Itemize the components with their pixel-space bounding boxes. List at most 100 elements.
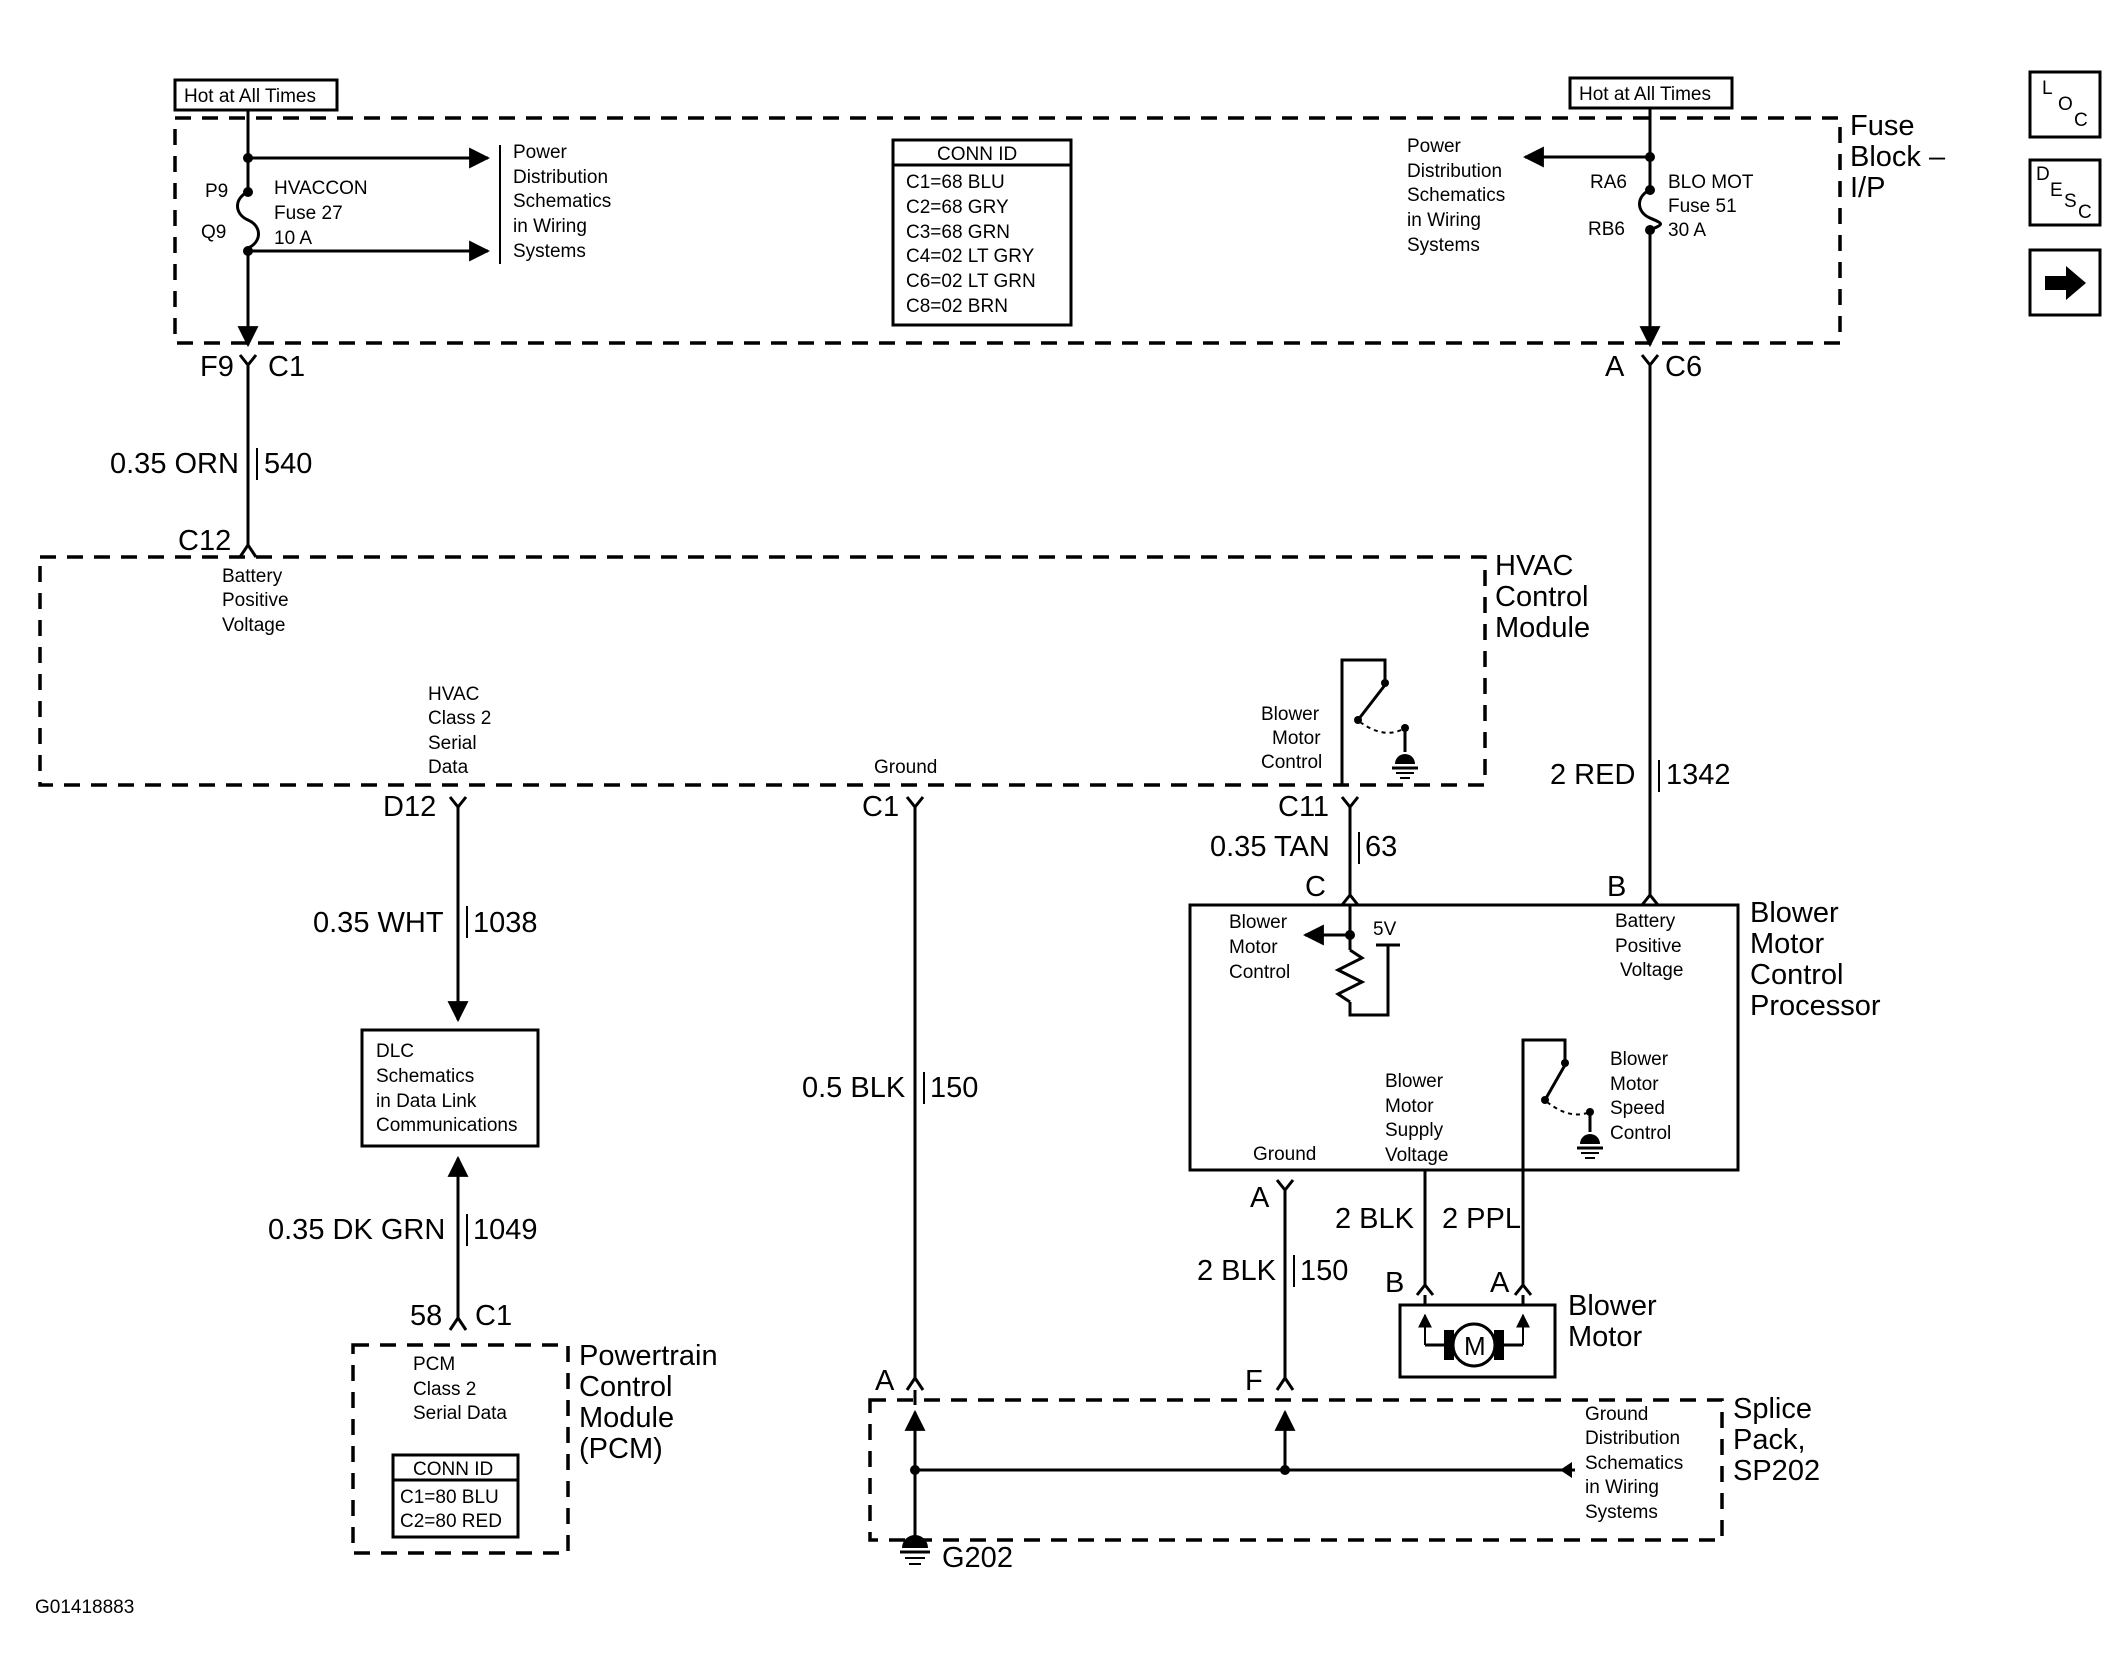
svg-text:0.35 TAN: 0.35 TAN xyxy=(1210,831,1330,863)
svg-text:A: A xyxy=(1605,351,1625,383)
svg-text:0.5 BLK: 0.5 BLK xyxy=(802,1072,906,1104)
next-button[interactable] xyxy=(2028,248,2102,317)
connector-d12: D12 xyxy=(383,791,468,823)
svg-text:B: B xyxy=(1607,871,1626,903)
svg-text:150: 150 xyxy=(930,1072,978,1104)
loc-button[interactable]: L O C xyxy=(2028,70,2102,139)
pcm-outline xyxy=(351,1343,570,1555)
svg-text:E: E xyxy=(2050,180,2063,201)
svg-text:Supply: Supply xyxy=(1385,1120,1444,1141)
svg-text:F: F xyxy=(1245,1365,1263,1397)
svg-text:0.35 ORN: 0.35 ORN xyxy=(110,448,239,480)
svg-text:Data: Data xyxy=(428,757,469,778)
svg-text:M: M xyxy=(1464,1331,1486,1361)
svg-text:Blower: Blower xyxy=(1568,1290,1657,1322)
connector-splice-f: F xyxy=(1245,1365,1295,1397)
connector-bmcp-c: C xyxy=(1305,871,1360,906)
svg-text:Motor: Motor xyxy=(1272,728,1321,749)
power-distribution-ref-left: Power Distribution Schematics in Wiring … xyxy=(513,142,611,262)
pcm-serial-data: PCM Class 2 Serial Data xyxy=(413,1354,507,1424)
svg-text:Control: Control xyxy=(1495,581,1589,613)
hot-at-all-times-left: Hot at All Times xyxy=(184,86,316,107)
svg-text:Serial: Serial xyxy=(428,733,477,754)
svg-text:O: O xyxy=(2058,94,2073,115)
fuse-27-hvaccon: P9 Q9 HVACCON Fuse 27 10 A xyxy=(201,110,501,348)
connector-motor-a: A xyxy=(1490,1267,1533,1299)
svg-text:BLO MOT: BLO MOT xyxy=(1668,172,1754,193)
splice-pack-wiring xyxy=(904,1390,1575,1540)
svg-text:(PCM): (PCM) xyxy=(579,1433,663,1465)
svg-text:Control: Control xyxy=(1750,959,1844,991)
svg-text:Motor: Motor xyxy=(1385,1096,1434,1117)
svg-text:Schematics: Schematics xyxy=(376,1066,474,1087)
connector-c11: C11 xyxy=(1278,791,1360,823)
svg-text:Motor: Motor xyxy=(1610,1074,1659,1095)
connector-motor-b: B xyxy=(1385,1267,1435,1299)
svg-text:A: A xyxy=(1250,1182,1270,1214)
svg-text:C1=68 BLU: C1=68 BLU xyxy=(906,172,1005,193)
svg-text:C2=80 RED: C2=80 RED xyxy=(400,1511,502,1532)
connector-f9-c1: F9 C1 xyxy=(200,351,305,383)
connector-a-c6: A C6 xyxy=(1605,351,1702,383)
svg-text:C1: C1 xyxy=(268,351,305,383)
svg-text:SP202: SP202 xyxy=(1733,1455,1820,1487)
svg-text:58: 58 xyxy=(410,1300,442,1332)
bmcp-speed-control: Blower Motor Speed Control xyxy=(1521,1038,1671,1285)
svg-text:in Data Link: in Data Link xyxy=(376,1091,477,1112)
wire-63: 0.35 TAN 63 xyxy=(1210,807,1397,895)
svg-text:Control: Control xyxy=(1261,752,1322,773)
svg-text:63: 63 xyxy=(1365,831,1397,863)
svg-text:Serial Data: Serial Data xyxy=(413,1403,507,1424)
svg-text:Distribution: Distribution xyxy=(1585,1428,1680,1449)
pcm-title: Powertrain Control Module (PCM) xyxy=(579,1340,718,1465)
svg-text:DLC: DLC xyxy=(376,1041,414,1062)
svg-text:150: 150 xyxy=(1300,1255,1348,1287)
bmcp-supply-voltage: Blower Motor Supply Voltage xyxy=(1385,1071,1448,1166)
svg-text:Q9: Q9 xyxy=(201,222,226,243)
svg-text:CONN ID: CONN ID xyxy=(937,144,1017,165)
svg-text:in Wiring: in Wiring xyxy=(1585,1477,1659,1498)
svg-text:Systems: Systems xyxy=(513,241,586,262)
svg-text:Distribution: Distribution xyxy=(1407,161,1502,182)
svg-text:Communications: Communications xyxy=(376,1115,518,1136)
svg-text:HVAC: HVAC xyxy=(428,684,479,705)
svg-text:Class 2: Class 2 xyxy=(413,1379,476,1400)
hvac-class2-serial-data: HVAC Class 2 Serial Data xyxy=(428,684,491,778)
svg-text:Blower: Blower xyxy=(1610,1049,1669,1070)
wire-540: 0.35 ORN 540 xyxy=(110,365,312,545)
svg-text:Systems: Systems xyxy=(1407,235,1480,256)
svg-text:C3=68 GRN: C3=68 GRN xyxy=(906,222,1010,243)
svg-text:1049: 1049 xyxy=(473,1214,538,1246)
wire-150-bmcp-ground: 2 BLK 150 xyxy=(1197,1190,1348,1378)
svg-text:2 BLK: 2 BLK xyxy=(1335,1203,1415,1235)
ground-distribution-ref: Ground Distribution Schematics in Wiring… xyxy=(1585,1404,1683,1523)
svg-text:RB6: RB6 xyxy=(1588,219,1625,240)
svg-text:C11: C11 xyxy=(1278,791,1329,823)
svg-text:Speed: Speed xyxy=(1610,1098,1665,1119)
svg-text:1342: 1342 xyxy=(1666,759,1731,791)
desc-button[interactable]: D E S C xyxy=(2028,158,2102,227)
connector-splice-a: A xyxy=(875,1365,925,1397)
svg-text:Schematics: Schematics xyxy=(513,191,611,212)
wire-2-blk-motor: 2 BLK xyxy=(1335,1170,1427,1285)
svg-text:HVAC: HVAC xyxy=(1495,550,1573,582)
wire-1049: 0.35 DK GRN 1049 xyxy=(268,1155,538,1318)
svg-text:Splice: Splice xyxy=(1733,1393,1812,1425)
ground-g202: G202 xyxy=(900,1535,1013,1574)
svg-text:Processor: Processor xyxy=(1750,990,1881,1022)
connector-c12: C12 xyxy=(178,525,258,558)
svg-text:Ground: Ground xyxy=(1585,1404,1648,1425)
svg-text:F9: F9 xyxy=(200,351,234,383)
svg-text:Voltage: Voltage xyxy=(1620,960,1683,981)
svg-text:C6: C6 xyxy=(1665,351,1702,383)
svg-text:Voltage: Voltage xyxy=(222,615,285,636)
svg-text:C1: C1 xyxy=(475,1300,512,1332)
bmcp-ground-label: Ground xyxy=(1253,1144,1316,1165)
svg-text:Module: Module xyxy=(579,1402,674,1434)
svg-text:10 A: 10 A xyxy=(274,228,312,249)
blower-motor: M xyxy=(1398,1295,1557,1379)
power-distribution-ref-right: Power Distribution Schematics in Wiring … xyxy=(1407,136,1505,256)
svg-text:C12: C12 xyxy=(178,525,231,557)
fuse-block-conn-id: CONN ID C1=68 BLU C2=68 GRY C3=68 GRN C4… xyxy=(891,138,1073,327)
